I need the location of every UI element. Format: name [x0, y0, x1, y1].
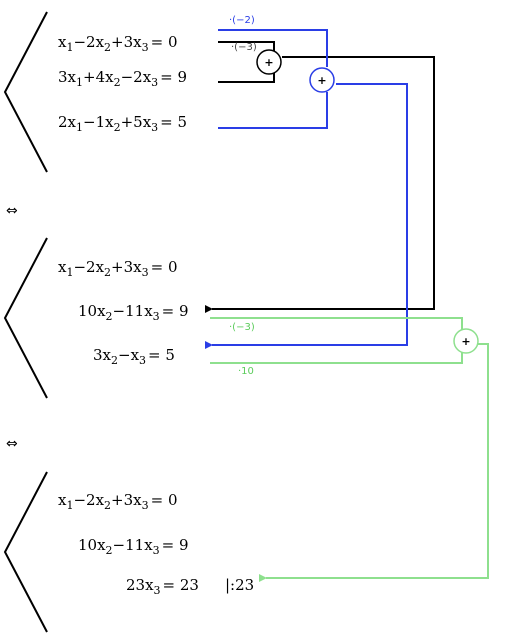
green-multiplier-label-top: ·(−3) — [229, 322, 255, 333]
black-connector-eq2 — [218, 70, 275, 83]
black-result-arrow — [205, 56, 435, 313]
system3-equation-2: 10x2−11x3= 9 — [78, 536, 189, 557]
plus-symbol: + — [461, 335, 470, 348]
blue-connector-eq3 — [218, 92, 328, 129]
green-multiplier-label-bottom: ·10 — [238, 366, 254, 377]
system2-equation-3: 3x2−x3= 5 — [93, 346, 175, 367]
system1-equation-2: 3x1+4x2−2x3= 9 — [58, 68, 187, 89]
blue-plus-node: + — [309, 67, 335, 93]
green-plus-node: + — [453, 328, 479, 354]
system1-equation-3: 2x1−1x2+5x3= 5 — [58, 113, 187, 134]
plus-symbol: + — [264, 56, 273, 69]
divide-note: |:23 — [225, 576, 254, 594]
system2-equation-1: x1−2x2+3x3= 0 — [58, 258, 178, 279]
black-multiplier-label: ·(−3) — [231, 42, 257, 53]
system3-equation-1: x1−2x2+3x3= 0 — [58, 491, 178, 512]
blue-multiplier-label: ·(−2) — [229, 15, 255, 26]
green-connector-eq3 — [210, 351, 463, 364]
green-result-arrow — [259, 343, 489, 582]
black-plus-node: + — [256, 49, 282, 75]
plus-symbol: + — [317, 74, 326, 87]
system3-equation-3: 23x3= 23 — [126, 576, 199, 597]
equivalence-symbol-2: ⇔ — [6, 436, 18, 452]
blue-connector-eq1 — [218, 29, 328, 67]
system3-bracket — [3, 471, 48, 633]
system1-equation-1: x1−2x2+3x3= 0 — [58, 33, 178, 54]
blue-result-arrow — [205, 83, 408, 349]
system1-bracket — [3, 11, 48, 173]
system2-equation-2: 10x2−11x3= 9 — [78, 302, 189, 323]
system2-bracket — [3, 237, 48, 399]
equivalence-symbol-1: ⇔ — [6, 203, 18, 219]
green-connector-eq2 — [210, 317, 463, 330]
